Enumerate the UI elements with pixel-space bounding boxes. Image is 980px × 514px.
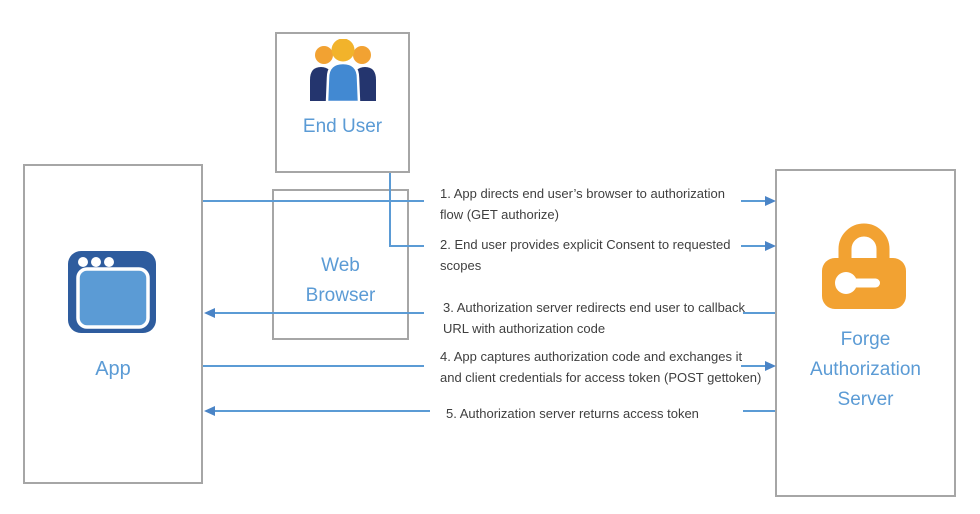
forge-server-node-box	[775, 169, 956, 497]
step-1-arrowhead-right	[765, 196, 776, 206]
step-3-arrowhead-left	[204, 308, 215, 318]
step-1-description: 1. App directs end user’s browser to aut…	[440, 186, 725, 222]
step-5-arrow-line-right	[743, 410, 775, 412]
step-1-arrow-line-left	[203, 200, 424, 202]
end-user-node-label: End User	[302, 116, 383, 137]
step-4-description: 4. App captures authorization code and e…	[440, 349, 762, 385]
step-4-arrow-line-left	[203, 365, 424, 367]
web-browser-node-label: Web Browser	[305, 255, 376, 306]
padlock-icon	[822, 223, 906, 309]
app-node-label: App	[95, 358, 131, 380]
step-5-description: 5. Authorization server returns access t…	[446, 406, 699, 421]
step-4-arrow-line-right	[741, 365, 765, 367]
step-5-arrowhead-left	[204, 406, 215, 416]
web-browser-node-box	[272, 189, 409, 340]
step-3-arrow-line-left	[215, 312, 424, 314]
step-1-arrow-line-right	[741, 200, 765, 202]
step-2-arrow-line-vertical	[389, 173, 391, 247]
step-4-arrowhead-right	[765, 361, 776, 371]
browser-window-icon	[68, 251, 156, 333]
step-2-arrow-line-horizontal	[389, 245, 424, 247]
step-2-arrowhead-right	[765, 241, 776, 251]
step-2-description: 2. End user provides explicit Consent to…	[440, 237, 731, 273]
people-group-icon	[310, 39, 376, 102]
step-3-arrow-line-right	[743, 312, 775, 314]
step-5-arrow-line-left	[215, 410, 430, 412]
step-3-description: 3. Authorization server redirects end us…	[443, 300, 746, 336]
forge-server-node-label: Forge Authorization Server	[810, 329, 921, 410]
step-2-arrow-line-right	[741, 245, 765, 247]
